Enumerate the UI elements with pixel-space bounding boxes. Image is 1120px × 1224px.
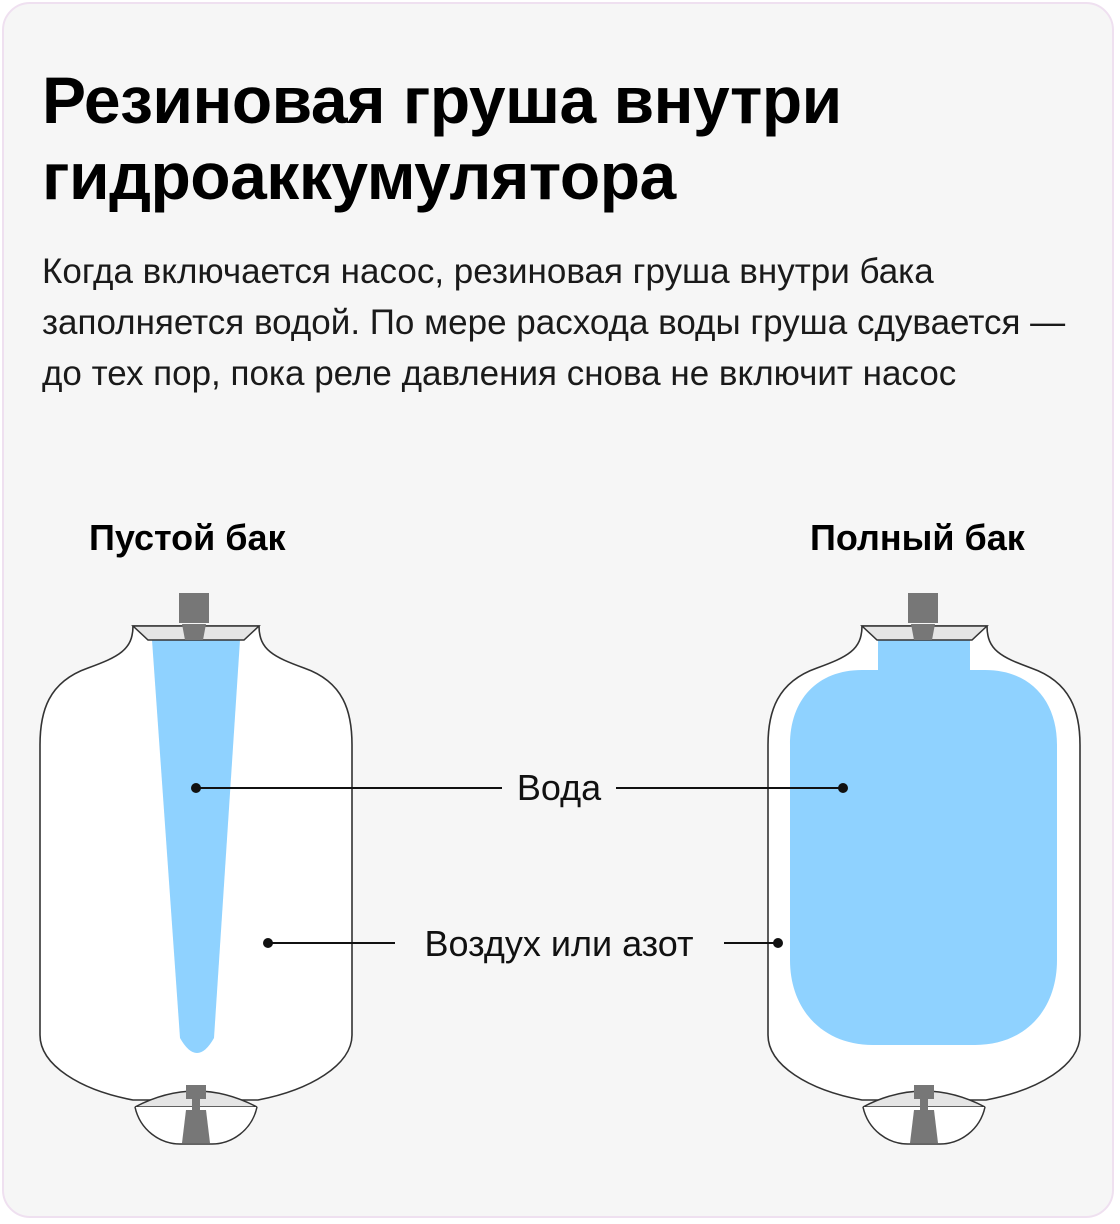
water-label: Вода xyxy=(517,767,602,808)
air-label: Воздух или азот xyxy=(424,923,693,964)
empty-tank xyxy=(39,593,353,1145)
empty-tank-top-valve-base xyxy=(182,624,206,640)
description: Когда включается насос, резиновая груша … xyxy=(42,252,1066,393)
full-tank-bottom-valve-top xyxy=(914,1085,934,1099)
full-tank-label: Полный бак xyxy=(810,517,1025,558)
full-tank xyxy=(767,593,1081,1145)
callouts: Вода Воздух или азот xyxy=(196,767,843,964)
full-tank-top-valve-body xyxy=(908,593,938,623)
empty-tank-water xyxy=(152,640,240,1053)
empty-tank-top-valve-body xyxy=(179,593,209,623)
empty-tank-bottom-valve-top xyxy=(186,1085,206,1099)
empty-tank-label: Пустой бак xyxy=(89,517,286,558)
full-tank-bottom-valve-base xyxy=(910,1110,938,1143)
page-title: Резиновая груша внутри гидроаккумулятора xyxy=(42,63,842,213)
full-tank-bottom-valve-stem xyxy=(920,1097,928,1111)
full-tank-top-valve-base xyxy=(911,624,935,640)
empty-tank-bottom-valve-stem xyxy=(192,1097,200,1111)
full-tank-water xyxy=(790,640,1057,1045)
empty-tank-bottom-valve-base xyxy=(182,1110,210,1143)
